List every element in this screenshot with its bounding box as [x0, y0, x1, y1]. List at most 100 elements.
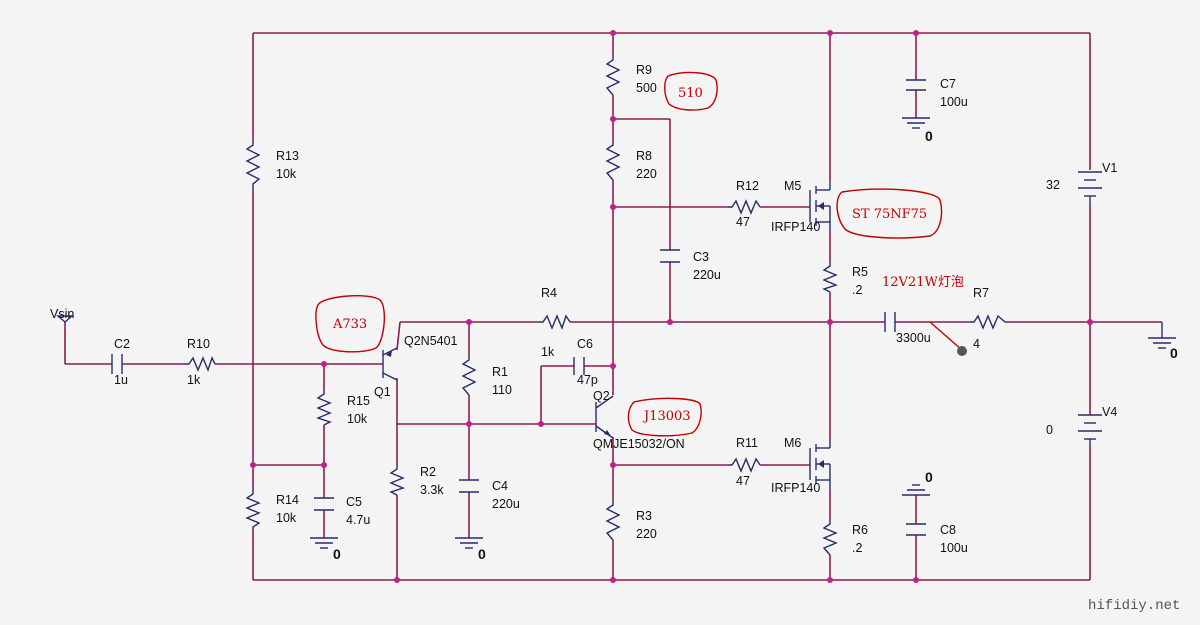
label-c4-val: 220u [492, 497, 520, 511]
resistor-r6 [822, 520, 838, 556]
svg-text:510: 510 [678, 86, 703, 101]
resistor-r1 [461, 355, 477, 396]
label-r1: R1 [492, 365, 508, 379]
label-c4: C4 [492, 479, 508, 493]
capacitor-c7 [906, 79, 926, 91]
svg-text:A733: A733 [332, 317, 367, 332]
label-q1: Q1 [374, 385, 391, 399]
label-r9-val: 500 [636, 81, 657, 95]
svg-text:J13003: J13003 [642, 409, 691, 424]
capacitor-c8 [906, 523, 926, 536]
capacitor-c5 [314, 497, 334, 511]
resistor-r3 [605, 500, 621, 541]
label-c2-val: 1u [114, 373, 128, 387]
label-gnd-c4: 0 [478, 546, 486, 562]
label-r15-val: 10k [347, 412, 368, 426]
svg-text:ST 75NF75: ST 75NF75 [852, 207, 927, 222]
label-r11: R11 [736, 436, 758, 450]
label-r14-val: 10k [276, 511, 297, 525]
ground-c4 [455, 537, 483, 549]
resistor-r15 [316, 390, 332, 426]
label-m6: M6 [784, 436, 801, 450]
label-gnd-c8: 0 [925, 469, 933, 485]
label-r8-val: 220 [636, 167, 657, 181]
label-c8: C8 [940, 523, 956, 537]
wires [64, 32, 1162, 581]
label-gnd-output: 0 [1170, 345, 1178, 361]
label-m6-part: IRFP140 [771, 481, 820, 495]
label-r3-val: 220 [636, 527, 657, 541]
label-r14: R14 [276, 493, 299, 507]
lamp-pointer [929, 321, 967, 356]
label-m5: M5 [784, 179, 801, 193]
label-gnd-c5: 0 [333, 546, 341, 562]
ground-c8 [902, 484, 930, 496]
label-r11-val: 47 [736, 474, 750, 488]
label-gnd-c7: 0 [925, 128, 933, 144]
label-m5-part: IRFP140 [771, 220, 820, 234]
label-vsin: Vsin [50, 307, 74, 321]
label-r3: R3 [636, 509, 652, 523]
annotation-j13003: J13003 [627, 397, 702, 437]
label-r12: R12 [736, 179, 759, 193]
capacitor-c3 [660, 249, 680, 263]
annotation-lamp: 12V21W灯泡 [882, 275, 964, 290]
label-r15: R15 [347, 394, 370, 408]
label-r10-val: 1k [187, 373, 201, 387]
label-r2-val: 3.3k [420, 483, 444, 497]
capacitor-c6 [573, 357, 585, 375]
label-c2: C2 [114, 337, 130, 351]
label-r12-val: 47 [736, 215, 750, 229]
mosfet-m6 [809, 440, 831, 490]
capacitor-c1 [884, 312, 896, 332]
label-c7: C7 [940, 77, 956, 91]
label-r8: R8 [636, 149, 652, 163]
label-c6: C6 [577, 337, 593, 351]
label-r4: R4 [541, 286, 557, 300]
label-v1: V1 [1102, 161, 1117, 175]
label-c1-val: 3300u [896, 331, 931, 345]
vsin-terminal [56, 315, 74, 323]
label-c7-val: 100u [940, 95, 968, 109]
label-r7-val: 4 [973, 337, 980, 351]
label-c5: C5 [346, 495, 362, 509]
mosfet-m5 [809, 180, 831, 230]
label-v1-val: 32 [1046, 178, 1060, 192]
label-v4-val: 0 [1046, 423, 1053, 437]
capacitor-c2 [111, 354, 123, 374]
label-r5: R5 [852, 265, 868, 279]
resistor-r14 [245, 490, 261, 530]
capacitor-c4 [459, 479, 479, 493]
label-r5-val: .2 [852, 283, 862, 297]
resistor-r5 [822, 262, 838, 293]
watermark: hifidiy.net [1088, 598, 1180, 614]
ground-output [1148, 322, 1176, 349]
annotation-r9-new: 510 [664, 71, 718, 111]
resistor-r11 [728, 457, 761, 473]
ground-c7 [902, 117, 930, 129]
resistor-r9 [605, 55, 621, 96]
label-c3: C3 [693, 250, 709, 264]
label-c5-val: 4.7u [346, 513, 370, 527]
junction-dots [250, 30, 1093, 583]
resistor-r4 [540, 314, 571, 330]
label-r13-val: 10k [276, 167, 297, 181]
label-r6: R6 [852, 523, 868, 537]
resistor-r8 [605, 140, 621, 181]
resistor-r13 [245, 140, 261, 190]
label-r10: R10 [187, 337, 210, 351]
transistor-q1 [382, 347, 398, 381]
label-c3-val: 220u [693, 268, 721, 282]
annotation-st75nf75: ST 75NF75 [836, 188, 943, 239]
label-r2: R2 [420, 465, 436, 479]
component-labels: Vsin C2 1u R10 1k R13 10k R14 10k R15 10… [50, 63, 1178, 562]
resistor-r7 [970, 314, 1006, 330]
label-c6-val: 47p [577, 373, 598, 387]
ground-c5 [310, 537, 338, 549]
transistor-q2 [595, 395, 614, 439]
label-c8-val: 100u [940, 541, 968, 555]
label-r1-val: 110 [492, 383, 512, 397]
label-r6-val: .2 [852, 541, 862, 555]
battery-v4 [1078, 414, 1102, 445]
